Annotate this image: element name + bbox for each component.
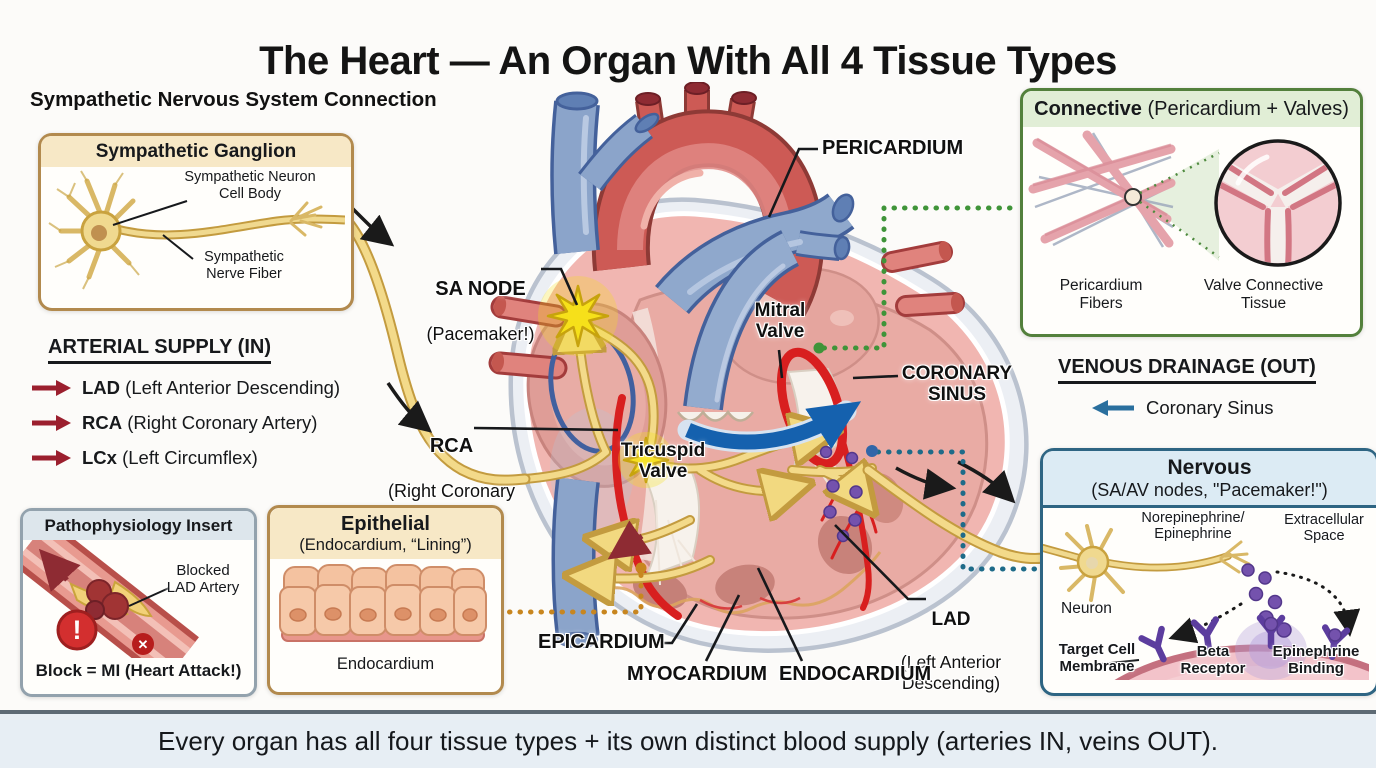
label-lad: LAD (Left Anterior Descending): [890, 588, 1012, 694]
footer-text: Every organ has all four tissue types + …: [158, 725, 1218, 756]
footer-banner: Every organ has all four tissue types + …: [0, 710, 1376, 768]
neuron-label: Neuron: [1061, 599, 1112, 617]
connective-title: Connective: [1034, 98, 1142, 120]
nervous-box-header: Nervous (SA/AV nodes, "Pacemaker!"): [1043, 451, 1376, 508]
page-title: The Heart — An Organ With All 4 Tissue T…: [259, 38, 1117, 83]
venous-heading: VENOUS DRAINAGE (OUT): [1058, 356, 1316, 384]
target-cell-membrane-label: Target Cell Membrane: [1058, 641, 1136, 676]
connective-box-header: Connective (Pericardium + Valves): [1023, 91, 1360, 127]
arterial-desc: (Right Coronary Artery): [127, 412, 318, 433]
beta-receptor-label: Beta Receptor: [1180, 643, 1246, 678]
blocked-artery-figure: ! ✕: [23, 539, 199, 658]
arterial-desc: (Left Circumflex): [122, 447, 258, 468]
ganglion-neuron-figure: [48, 170, 345, 290]
arterial-abbr: RCA: [82, 412, 123, 433]
ganglion-cell-body-label: Sympathetic Neuron Cell Body: [184, 168, 316, 202]
ganglion-fiber-label: Sympathetic Nerve Fiber: [204, 248, 284, 282]
extracellular-space-label: Extracellular Space: [1284, 511, 1364, 545]
connective-captions: Pericardium Fibers Valve Connective Tiss…: [1023, 277, 1360, 313]
arterial-item-rca: RCA (Right Coronary Artery): [30, 412, 340, 434]
venous-drainage-section: VENOUS DRAINAGE (OUT) Coronary Sinus: [1058, 356, 1316, 419]
arterial-desc: (Left Anterior Descending): [125, 377, 341, 398]
nervous-subtitle: (SA/AV nodes, "Pacemaker!"): [1091, 480, 1328, 501]
blocked-x-icon: ✕: [138, 637, 149, 652]
label-endocardium: ENDOCARDIUM: [779, 663, 932, 685]
blocked-lad-label: Blocked LAD Artery: [166, 561, 240, 596]
nervous-title: Nervous: [1167, 456, 1252, 479]
heart-illustration: [488, 82, 1029, 653]
nervous-figure: [1043, 523, 1369, 680]
sa-node-text: SA NODE: [435, 278, 526, 301]
arterial-item-lcx: LCx (Left Circumflex): [30, 447, 340, 469]
arterial-item-lad: LAD (Left Anterior Descending): [30, 377, 340, 399]
red-arrow-icon: [32, 380, 71, 396]
pathophysiology-box: Pathophysiology Insert ! ✕ Blocke: [20, 508, 257, 697]
arterial-heading: ARTERIAL SUPPLY (IN): [48, 336, 271, 364]
epithelial-box-header: Epithelial (Endocardium, “Lining”): [270, 508, 501, 559]
connective-subtitle: (Pericardium + Valves): [1141, 98, 1349, 120]
connective-tissue-figure: [1028, 130, 1342, 267]
ganglion-box-title: Sympathetic Ganglion: [41, 136, 351, 167]
venous-item-label: Coronary Sinus: [1146, 397, 1274, 418]
sympathetic-ganglion-box: Sympathetic Ganglion Sy: [38, 133, 354, 311]
sns-heading: Sympathetic Nervous System Connection: [30, 88, 437, 111]
connective-box: Connective (Pericardium + Valves): [1020, 88, 1363, 337]
patho-caption: Block = MI (Heart Attack!): [35, 660, 242, 680]
label-pericardium: PERICARDIUM: [822, 137, 964, 159]
valve-connective-caption: Valve Connective Tissue: [1203, 277, 1324, 312]
arterial-supply-section: ARTERIAL SUPPLY (IN) LAD (Left Anterior …: [32, 336, 340, 469]
alert-icon: !: [73, 615, 82, 645]
label-myocardium: MYOCARDIUM: [627, 663, 767, 685]
lad-text: LAD: [931, 609, 971, 631]
epithelial-caption: Endocardium: [336, 654, 435, 673]
sa-node-sub: (Pacemaker!): [426, 324, 535, 345]
rca-text: RCA: [429, 435, 474, 458]
pericardium-fibers-caption: Pericardium Fibers: [1059, 277, 1143, 312]
label-coronary-sinus: CORONARY SINUS: [901, 363, 1013, 406]
lad-sub: (Left Anterior Descending): [900, 651, 1002, 694]
label-mitral-valve: Mitral Valve: [754, 300, 806, 343]
norepinephrine-label: Norepinephrine/ Epinephrine: [1141, 509, 1245, 543]
label-epicardium: EPICARDIUM: [538, 631, 665, 653]
arterial-abbr: LCx: [82, 447, 117, 468]
epithelial-title: Epithelial: [341, 513, 430, 535]
epithelial-box: Epithelial (Endocardium, “Lining”): [267, 505, 504, 695]
label-sa-node: SA NODE (Pacemaker!): [413, 256, 548, 346]
epithelial-subtitle: (Endocardium, “Lining”): [299, 536, 472, 554]
red-arrow-icon: [32, 450, 71, 466]
epinephrine-binding-label: Epinephrine Binding: [1272, 643, 1360, 678]
patho-box-title: Pathophysiology Insert: [23, 511, 254, 540]
venous-item-coronary-sinus: Coronary Sinus: [1090, 397, 1316, 419]
label-tricuspid-valve: Tricuspid Valve: [620, 440, 706, 483]
blue-left-arrow-icon: [1092, 400, 1134, 416]
red-arrow-icon: [32, 415, 71, 431]
nervous-box: Nervous (SA/AV nodes, "Pacemaker!"): [1040, 448, 1376, 696]
arterial-abbr: LAD: [82, 377, 121, 398]
epithelial-cells-figure: [279, 563, 487, 642]
